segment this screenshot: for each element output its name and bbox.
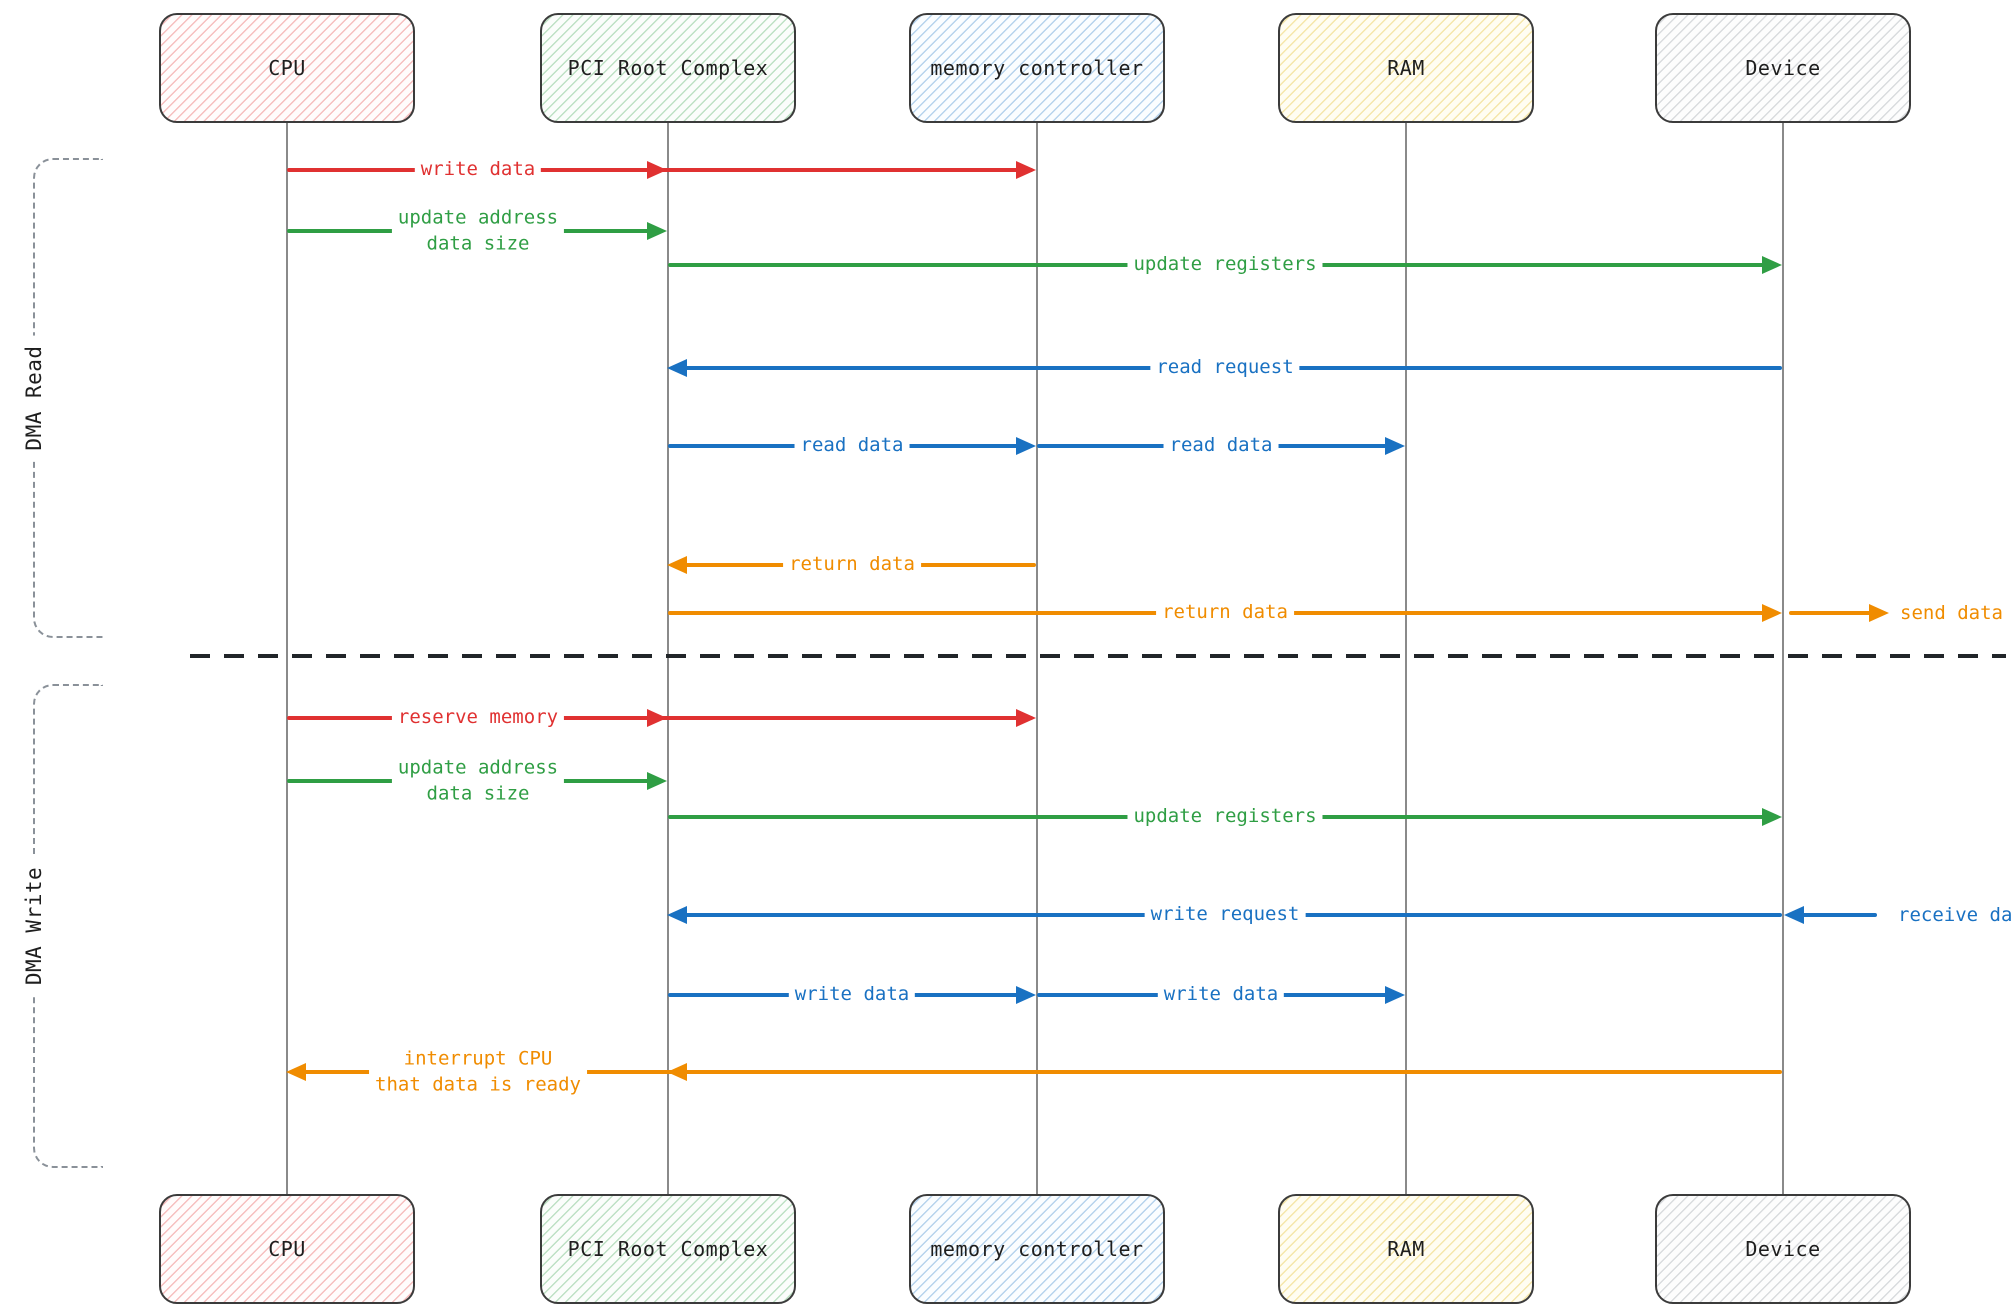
arrowhead-left-icon xyxy=(667,906,687,924)
message-label: write data xyxy=(788,982,916,1008)
message-label: write request xyxy=(1144,902,1306,928)
actor-box-memory-controller-top: memory controller xyxy=(909,13,1165,123)
arrowhead-right-icon xyxy=(1016,161,1036,179)
actor-box-ram-bottom: RAM xyxy=(1278,1194,1534,1304)
message-label: read data xyxy=(794,433,910,459)
actor-label: memory controller xyxy=(930,1237,1144,1261)
actor-label: memory controller xyxy=(930,56,1144,80)
message-label-line1: interrupt CPU xyxy=(403,1047,553,1070)
arrowhead-right-icon xyxy=(647,161,667,179)
message-label-line2: that data is ready xyxy=(375,1073,581,1095)
message-label-line1: update address xyxy=(397,756,559,779)
actor-box-cpu-top: CPU xyxy=(159,13,415,123)
arrowhead-right-icon xyxy=(1762,604,1782,622)
actor-label: PCI Root Complex xyxy=(567,56,769,80)
lifeline-cpu xyxy=(286,123,288,1194)
actor-box-device-bottom: Device xyxy=(1655,1194,1911,1304)
message-label: update address data size xyxy=(391,755,565,807)
message-label: receive data xyxy=(1898,904,2012,926)
message-label: update address data size xyxy=(391,205,565,257)
lifeline-memory-controller xyxy=(1036,123,1038,1194)
arrow-line xyxy=(1789,913,1877,917)
actor-label: RAM xyxy=(1387,56,1425,80)
actor-box-pci-root-complex-bottom: PCI Root Complex xyxy=(540,1194,796,1304)
section-separator xyxy=(190,654,2006,658)
arrowhead-right-icon xyxy=(647,709,667,727)
arrowhead-right-icon xyxy=(1016,709,1036,727)
lifeline-pci-root-complex xyxy=(667,123,669,1194)
arrow-line xyxy=(1789,611,1871,615)
message-label-line1: update address xyxy=(397,206,559,229)
dma-write-section-label: DMA Write xyxy=(22,856,46,996)
actor-box-memory-controller-bottom: memory controller xyxy=(909,1194,1165,1304)
actor-box-pci-root-complex-top: PCI Root Complex xyxy=(540,13,796,123)
message-label-line2: data size xyxy=(426,232,530,254)
actor-label: CPU xyxy=(268,1237,306,1261)
lifeline-device xyxy=(1782,123,1784,1194)
actor-box-cpu-bottom: CPU xyxy=(159,1194,415,1304)
dma-read-section-label: DMA Read xyxy=(22,335,46,461)
arrowhead-right-icon xyxy=(1016,437,1036,455)
arrowhead-left-icon xyxy=(1784,906,1804,924)
arrowhead-left-icon xyxy=(667,359,687,377)
arrow-line xyxy=(293,1070,1782,1074)
message-label: reserve memory xyxy=(391,705,565,731)
actor-label: Device xyxy=(1745,1237,1821,1261)
message-label: interrupt CPU that data is ready xyxy=(369,1046,587,1098)
actor-label: CPU xyxy=(268,56,306,80)
message-label: read data xyxy=(1163,433,1279,459)
arrowhead-right-icon xyxy=(647,772,667,790)
arrowhead-left-icon xyxy=(286,1063,306,1081)
message-label: return data xyxy=(783,552,921,578)
actor-label: Device xyxy=(1745,56,1821,80)
actor-box-ram-top: RAM xyxy=(1278,13,1534,123)
arrowhead-left-icon xyxy=(667,556,687,574)
arrowhead-right-icon xyxy=(1869,604,1889,622)
lifeline-ram xyxy=(1405,123,1407,1194)
message-label-line2: data size xyxy=(426,782,530,804)
message-label: read request xyxy=(1150,355,1300,381)
arrowhead-right-icon xyxy=(1016,986,1036,1004)
arrowhead-right-icon xyxy=(1385,986,1405,1004)
message-label: send data xyxy=(1900,602,2003,624)
arrowhead-left-icon xyxy=(667,1063,687,1081)
actor-box-device-top: Device xyxy=(1655,13,1911,123)
actor-label: RAM xyxy=(1387,1237,1425,1261)
arrowhead-right-icon xyxy=(1762,808,1782,826)
arrowhead-right-icon xyxy=(1762,256,1782,274)
message-label: return data xyxy=(1156,600,1294,626)
arrowhead-right-icon xyxy=(1385,437,1405,455)
message-label: update registers xyxy=(1127,252,1323,278)
arrowhead-right-icon xyxy=(647,222,667,240)
message-label: write data xyxy=(1157,982,1285,1008)
message-label: write data xyxy=(414,157,542,183)
message-label: update registers xyxy=(1127,804,1323,830)
actor-label: PCI Root Complex xyxy=(567,1237,769,1261)
